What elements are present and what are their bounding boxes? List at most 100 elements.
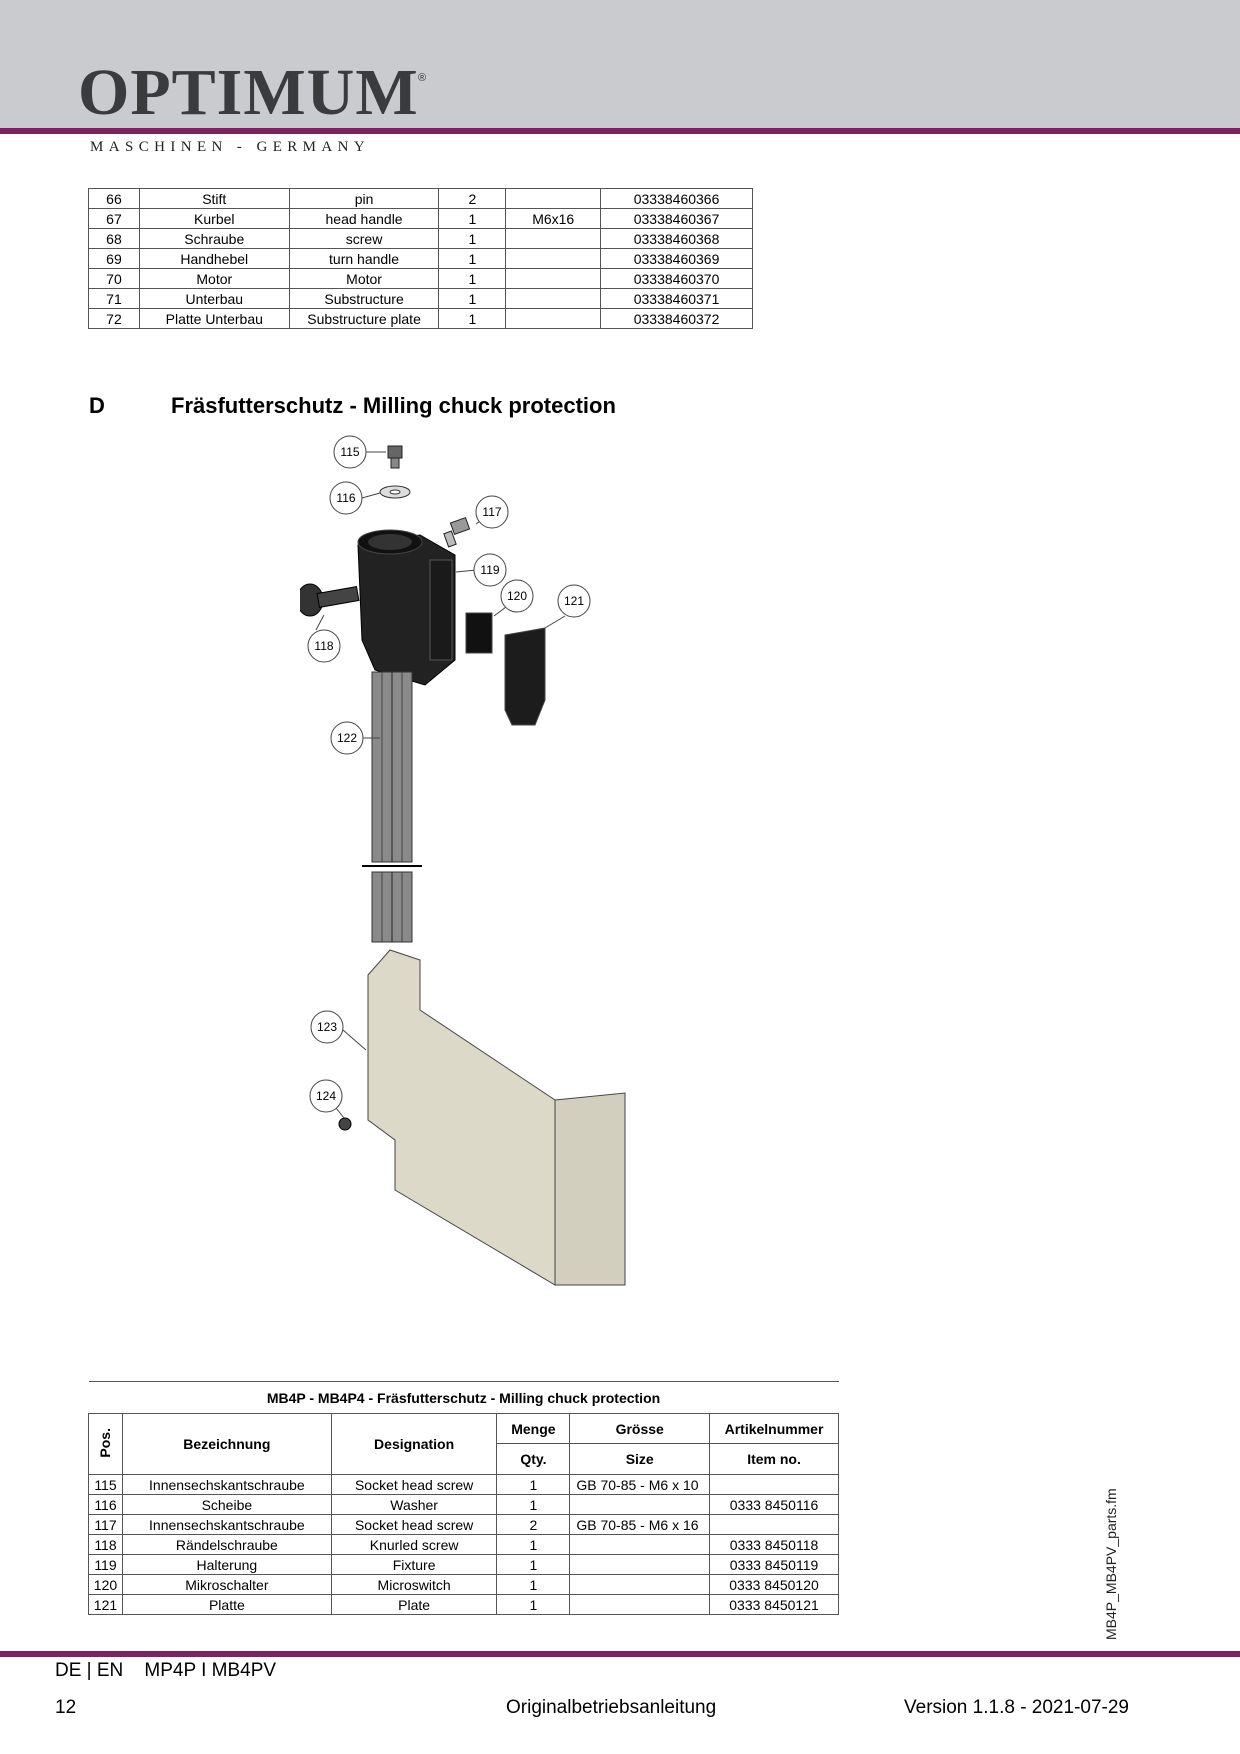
header-qty: Qty. — [496, 1443, 571, 1475]
table-cell: 120 — [88, 1574, 123, 1595]
table-cell: 71 — [88, 288, 140, 309]
svg-text:119: 119 — [480, 563, 499, 577]
table-cell: Motor — [138, 268, 290, 289]
table-cell — [505, 248, 602, 269]
svg-text:117: 117 — [482, 505, 501, 519]
table-cell: 1 — [438, 208, 507, 229]
table-cell: 1 — [438, 268, 507, 289]
side-filename: MB4P_MB4PV_parts.fm — [1103, 1488, 1119, 1640]
footer-doc-title: Originalbetriebsanleitung — [506, 1697, 717, 1718]
svg-text:118: 118 — [314, 639, 333, 653]
profile-122-part — [362, 671, 422, 943]
table-cell: 1 — [496, 1574, 571, 1595]
table-cell: 70 — [88, 268, 140, 289]
table-cell: 1 — [496, 1474, 571, 1495]
table-cell: 66 — [88, 188, 140, 209]
header-bezeichnung: Bezeichnung — [121, 1413, 332, 1475]
table-cell: Microswitch — [330, 1574, 498, 1595]
table-cell: GB 70-85 - M6 x 10 — [569, 1474, 711, 1495]
callout-119: 119 — [455, 553, 507, 587]
table-cell: Platte Unterbau — [138, 308, 290, 329]
svg-text:121: 121 — [564, 594, 584, 608]
table-cell: Rändelschraube — [121, 1534, 332, 1555]
table-cell: Halterung — [121, 1554, 332, 1575]
table-cell: Scheibe — [121, 1494, 332, 1515]
table-cell — [569, 1574, 711, 1595]
table-cell: Innensechskantschraube — [121, 1474, 332, 1495]
table-cell: Knurled screw — [330, 1534, 498, 1555]
table-cell: 2 — [438, 188, 507, 209]
svg-text:115: 115 — [340, 445, 359, 459]
table-cell — [709, 1474, 839, 1495]
table-cell: 115 — [88, 1474, 123, 1495]
table-cell: 1 — [496, 1534, 571, 1555]
table-cell: 1 — [496, 1554, 571, 1575]
table-cell: 1 — [496, 1494, 571, 1515]
table-caption: MB4P - MB4P4 - Fräsfutterschutz - Millin… — [88, 1381, 839, 1414]
callout-124: 124 — [309, 1079, 345, 1119]
table-cell: Washer — [330, 1494, 498, 1515]
table-cell: 72 — [88, 308, 140, 329]
screw-117-part — [443, 516, 471, 548]
table-cell — [709, 1514, 839, 1535]
table-cell: Stift — [138, 188, 290, 209]
table-cell: screw — [288, 228, 440, 249]
table-cell: 03338460370 — [600, 268, 753, 289]
optimum-logo: OPTIMUM — [78, 56, 419, 129]
table-cell — [505, 228, 602, 249]
footer-version: Version 1.1.8 - 2021-07-29 — [904, 1697, 1129, 1718]
screw-124-part — [338, 1117, 352, 1131]
callout-120: 120 — [493, 579, 534, 617]
table-cell: 03338460372 — [600, 308, 753, 329]
table-cell: Socket head screw — [330, 1474, 498, 1495]
table-cell: 0333 8450118 — [709, 1534, 839, 1555]
shield-123-part — [367, 949, 626, 1286]
header-groesse: Grösse — [569, 1413, 711, 1444]
table-cell: 0333 8450121 — [709, 1594, 839, 1615]
footer-page-number: 12 — [55, 1697, 77, 1718]
table-cell: 03338460367 — [600, 208, 753, 229]
svg-text:123: 123 — [317, 1020, 337, 1034]
table-cell: Schraube — [138, 228, 290, 249]
callout-116: 116 — [329, 481, 381, 515]
table-cell: 119 — [88, 1554, 123, 1575]
table-cell: Unterbau — [138, 288, 290, 309]
header-accent-line — [0, 128, 1240, 134]
section-letter: D — [89, 393, 105, 418]
table-cell: GB 70-85 - M6 x 16 — [569, 1514, 711, 1535]
section-title: Fräsfutterschutz - Milling chuck protect… — [171, 393, 616, 418]
table-cell — [505, 268, 602, 289]
table-cell — [505, 188, 602, 209]
table-cell: 116 — [88, 1494, 123, 1515]
table-cell: Substructure — [288, 288, 440, 309]
table-cell: 1 — [496, 1594, 571, 1615]
table-cell: 117 — [88, 1514, 123, 1535]
table-cell — [569, 1494, 711, 1515]
table-cell: 118 — [88, 1534, 123, 1555]
table-cell: 1 — [438, 308, 507, 329]
table-cell: Fixture — [330, 1554, 498, 1575]
footer-accent-line — [0, 1651, 1240, 1657]
table-cell — [569, 1554, 711, 1575]
table-cell: Innensechskantschraube — [121, 1514, 332, 1535]
svg-text:120: 120 — [507, 589, 527, 603]
table-cell: Plate — [330, 1594, 498, 1615]
logo-subtitle: MASCHINEN - GERMANY — [90, 139, 371, 155]
svg-text:116: 116 — [336, 491, 355, 505]
table-cell: 121 — [88, 1594, 123, 1615]
registered-mark: ® — [418, 72, 427, 84]
svg-text:124: 124 — [316, 1089, 336, 1103]
header-menge: Menge — [496, 1413, 571, 1444]
